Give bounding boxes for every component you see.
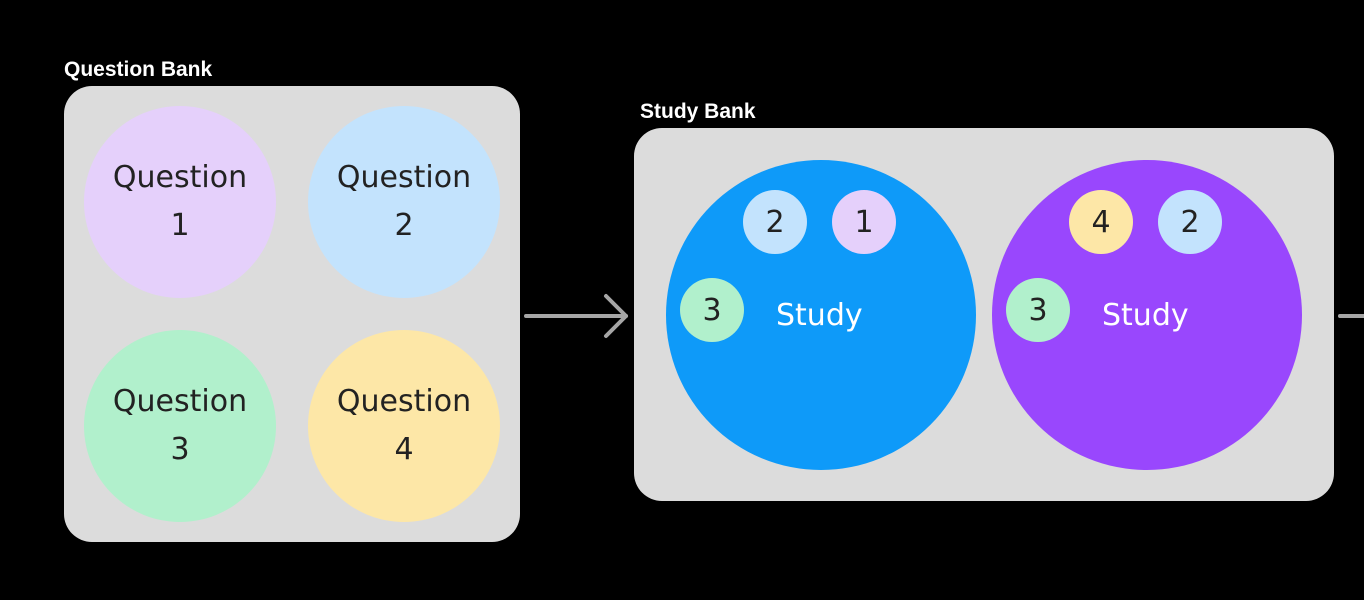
chip-number: 4 [1091, 204, 1111, 240]
chip-number: 1 [854, 204, 874, 240]
question-bank-title: Question Bank [64, 58, 213, 81]
study-1-chip: 3 [680, 278, 744, 342]
question-label: Question [112, 160, 248, 195]
question-label: Question [336, 160, 472, 195]
study-bank-title: Study Bank [640, 100, 756, 123]
arrow-line-partial [1338, 314, 1364, 318]
chip-number: 3 [1028, 292, 1048, 328]
chip-number: 2 [765, 204, 785, 240]
chip-number: 3 [702, 292, 722, 328]
study-1-label: Study [776, 298, 863, 333]
question-4-circle: Question 4 [308, 330, 500, 522]
question-2-circle: Question 2 [308, 106, 500, 298]
question-number: 4 [394, 432, 414, 467]
question-number: 3 [170, 432, 190, 467]
question-3-circle: Question 3 [84, 330, 276, 522]
question-number: 2 [394, 208, 414, 243]
study-bank-panel: Study 2 1 3 Study 4 2 3 [634, 128, 1334, 501]
question-label: Question [336, 384, 472, 419]
question-bank-panel: Question 1 Question 2 Question 3 Questio… [64, 86, 520, 542]
question-number: 1 [170, 208, 190, 243]
study-2-chip: 4 [1069, 190, 1133, 254]
question-label: Question [112, 384, 248, 419]
study-2-chip: 2 [1158, 190, 1222, 254]
study-2-label: Study [1102, 298, 1189, 333]
study-2-chip: 3 [1006, 278, 1070, 342]
chip-number: 2 [1180, 204, 1200, 240]
study-1-chip: 2 [743, 190, 807, 254]
question-1-circle: Question 1 [84, 106, 276, 298]
arrow-right-icon [524, 294, 628, 338]
study-1-chip: 1 [832, 190, 896, 254]
